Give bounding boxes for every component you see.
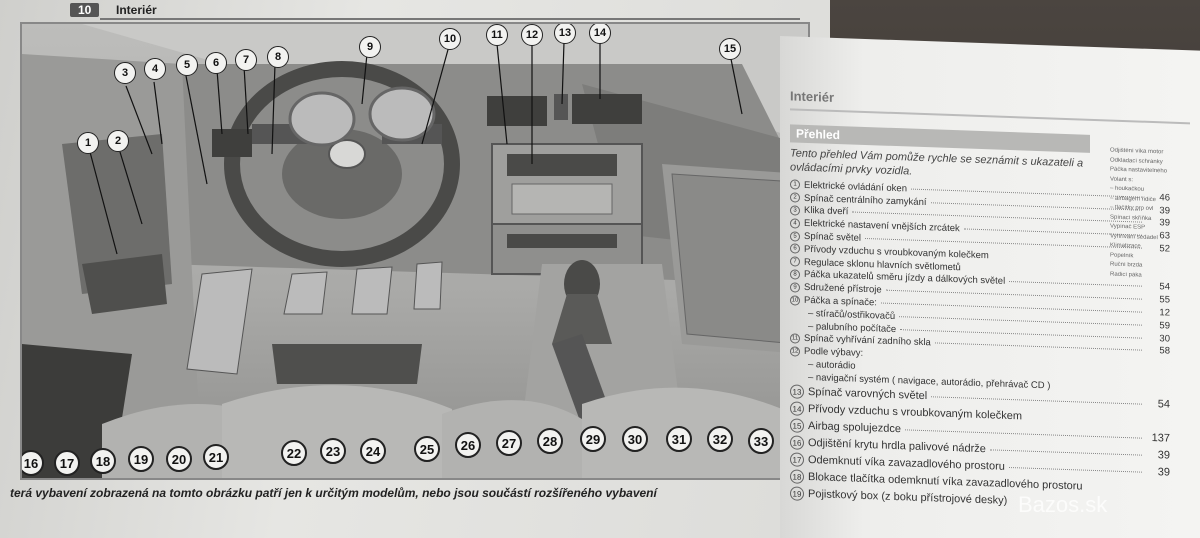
page-header: 10 Interiér — [40, 0, 800, 20]
item-number: 9 — [790, 282, 800, 293]
callout-8: 8 — [267, 46, 289, 68]
item-number: 6 — [790, 243, 800, 255]
callout-30: 30 — [622, 426, 648, 452]
interior-drawing — [22, 24, 808, 478]
callout-12: 12 — [521, 24, 543, 46]
item-number: 11 — [790, 333, 800, 344]
callout-32: 32 — [707, 426, 733, 452]
item-number: 19 — [790, 486, 804, 502]
item-text: Airbag spolujezdce — [808, 420, 901, 436]
callout-2: 2 — [107, 130, 129, 152]
callout-10: 10 — [439, 28, 461, 50]
item-number: 5 — [790, 230, 800, 242]
item-page: 39 — [1157, 466, 1170, 479]
callout-4: 4 — [144, 58, 166, 80]
leader-dots — [1008, 466, 1142, 473]
callout-14: 14 — [589, 24, 611, 44]
callout-27: 27 — [496, 430, 522, 456]
item-page: 39 — [1157, 449, 1170, 462]
right-page-title: Interiér — [790, 88, 835, 105]
callout-3: 3 — [114, 62, 136, 84]
callout-28: 28 — [537, 428, 563, 454]
callout-26: 26 — [455, 432, 481, 458]
item-number: 8 — [790, 269, 800, 280]
item-page: 55 — [1159, 294, 1170, 306]
callout-24: 24 — [360, 438, 386, 464]
callout-19: 19 — [128, 446, 154, 472]
callout-7: 7 — [235, 49, 257, 71]
leader-dots — [931, 396, 1142, 405]
callout-29: 29 — [580, 426, 606, 452]
item-number: 1 — [790, 179, 800, 191]
callout-18: 18 — [90, 448, 116, 474]
item-number: 16 — [790, 435, 804, 451]
leader-dots — [1009, 281, 1142, 288]
item-page: 137 — [1151, 432, 1170, 445]
item-text: Podle výbavy: — [804, 346, 864, 360]
callout-11: 11 — [486, 24, 508, 46]
item-text: Spínač světel — [804, 230, 862, 244]
item-number: 13 — [790, 384, 804, 400]
callout-13: 13 — [554, 24, 576, 44]
callout-33: 33 — [748, 428, 774, 454]
right-header-rule — [790, 108, 1190, 125]
item-number: 18 — [790, 469, 804, 485]
left-page: 10 Interiér — [0, 0, 830, 538]
item-text: Pojistkový box (z boku přístrojové desky… — [808, 488, 1008, 508]
item-page: 54 — [1159, 281, 1170, 294]
callout-31: 31 — [666, 426, 692, 452]
callout-25: 25 — [414, 436, 440, 462]
callout-21: 21 — [203, 444, 229, 470]
leader-dots — [934, 342, 1142, 352]
callout-15: 15 — [719, 38, 741, 60]
leader-dots — [904, 429, 1142, 439]
item-page: 58 — [1159, 345, 1170, 358]
item-number: 14 — [790, 401, 804, 417]
item-page: 30 — [1159, 332, 1170, 345]
callout-16: 16 — [22, 450, 44, 476]
callout-6: 6 — [205, 52, 227, 74]
callout-17: 17 — [54, 450, 80, 476]
callout-9: 9 — [359, 36, 381, 58]
callout-1: 1 — [77, 132, 99, 154]
item-number: 12 — [790, 346, 800, 357]
item-number: 15 — [790, 418, 804, 434]
watermark: Bazos.sk — [1018, 492, 1108, 517]
page-number: 10 — [70, 3, 100, 17]
item-number: 10 — [790, 294, 800, 306]
callout-23: 23 — [320, 438, 346, 464]
header-rule — [100, 18, 800, 20]
item-page: 12 — [1159, 307, 1170, 319]
page-title: Interiér — [116, 3, 157, 17]
item-text: – autorádio — [808, 359, 856, 372]
item-number: 2 — [790, 192, 800, 203]
item-text: Spínač varovných světel — [808, 386, 928, 403]
callout-20: 20 — [166, 446, 192, 472]
item-text: Klika dveří — [804, 205, 849, 218]
leader-dots — [989, 449, 1142, 456]
item-number: 17 — [790, 452, 804, 468]
interior-illustration: 1 2 3 4 5 6 7 8 9 10 11 12 13 14 15 16 1… — [20, 22, 810, 480]
illustration-caption: terá vybavení zobrazená na tomto obrázku… — [10, 486, 657, 500]
callout-22: 22 — [281, 440, 307, 466]
item-number: 7 — [790, 256, 800, 267]
callout-5: 5 — [176, 54, 198, 76]
item-number: 3 — [790, 205, 800, 216]
right-page: Interiér Přehled Tento přehled Vám pomůž… — [780, 36, 1200, 538]
item-page: 59 — [1159, 320, 1170, 332]
item-number: 4 — [790, 218, 800, 229]
item-page: 54 — [1157, 398, 1170, 411]
